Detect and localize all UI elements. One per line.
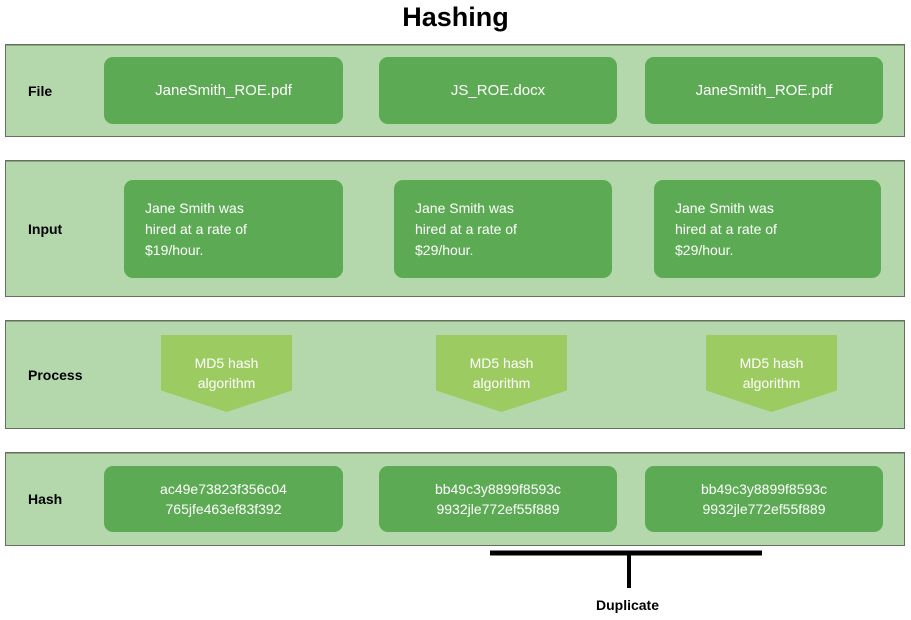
row-label-process: Process [28,366,83,383]
process-pentagon-2-line1: MD5 hash [469,355,534,371]
hash-card-3[interactable]: bb49c3y8899f8593c 9932jle772ef55f889 [645,466,883,532]
duplicate-annotation-label: Duplicate [595,597,659,613]
file-card-1[interactable]: JaneSmith_ROE.pdf [104,57,343,124]
input-card-1[interactable]: Jane Smith was hired at a rate of $19/ho… [124,180,343,278]
row-band-hash: Hash ac49e73823f356c04 765jfe463ef83f392… [5,452,905,546]
hash-card-3-line2: 9932jle772ef55f889 [702,501,826,517]
process-pentagon-2[interactable]: MD5 hash algorithm [436,335,567,412]
process-pentagon-1-line1: MD5 hash [194,355,259,371]
row-label-file: File [28,82,53,99]
input-card-3-line3: $29/hour. [675,241,734,258]
input-card-1-line2: hired at a rate of [145,220,247,237]
file-card-2[interactable]: JS_ROE.docx [379,57,617,124]
process-pentagon-3-line1: MD5 hash [739,355,804,371]
row-hash-cards: ac49e73823f356c04 765jfe463ef83f392 bb49… [6,453,904,545]
file-card-1-label: JaneSmith_ROE.pdf [155,82,292,99]
row-band-file: File JaneSmith_ROE.pdf JS_ROE.docx JaneS… [5,44,905,137]
input-card-3-line1: Jane Smith was [675,199,774,216]
row-process-shapes: MD5 hash algorithm MD5 hash algorithm MD… [6,321,904,428]
hash-card-1[interactable]: ac49e73823f356c04 765jfe463ef83f392 [104,466,343,532]
file-card-2-label: JS_ROE.docx [450,82,546,99]
hash-card-2[interactable]: bb49c3y8899f8593c 9932jle772ef55f889 [379,466,617,532]
file-card-3[interactable]: JaneSmith_ROE.pdf [645,57,883,124]
process-pentagon-1-line2: algorithm [197,375,256,391]
input-card-2[interactable]: Jane Smith was hired at a rate of $29/ho… [394,180,612,278]
row-label-hash: Hash [28,491,63,507]
input-card-1-line1: Jane Smith was [145,199,244,216]
process-pentagon-1[interactable]: MD5 hash algorithm [161,335,292,412]
file-card-3-label: JaneSmith_ROE.pdf [695,82,833,99]
input-card-3-line2: hired at a rate of [675,220,777,237]
row-label-input: Input [28,220,63,237]
hash-card-2-line2: 9932jle772ef55f889 [436,501,560,517]
row-band-input: Input Jane Smith was hired at a rate of … [5,160,905,297]
process-pentagon-3-line2: algorithm [742,375,801,391]
row-input-cards: Jane Smith was hired at a rate of $19/ho… [6,161,904,296]
page-title: Hashing [402,2,509,32]
input-card-2-line3: $29/hour. [415,241,474,258]
row-band-process: Process MD5 hash algorithm MD5 hash algo… [5,320,905,429]
input-card-1-line3: $19/hour. [145,241,204,258]
input-card-2-line1: Jane Smith was [415,199,514,216]
process-pentagon-3[interactable]: MD5 hash algorithm [706,335,837,412]
process-pentagon-2-line2: algorithm [472,375,531,391]
row-file-cards: JaneSmith_ROE.pdf JS_ROE.docx JaneSmith_… [6,45,904,136]
hash-card-2-line1: bb49c3y8899f8593c [434,481,562,497]
hash-card-1-line1: ac49e73823f356c04 [160,481,287,497]
input-card-2-line2: hired at a rate of [415,220,517,237]
hash-card-3-line1: bb49c3y8899f8593c [700,481,828,497]
input-card-3[interactable]: Jane Smith was hired at a rate of $29/ho… [654,180,881,278]
hash-card-1-line2: 765jfe463ef83f392 [165,501,282,517]
